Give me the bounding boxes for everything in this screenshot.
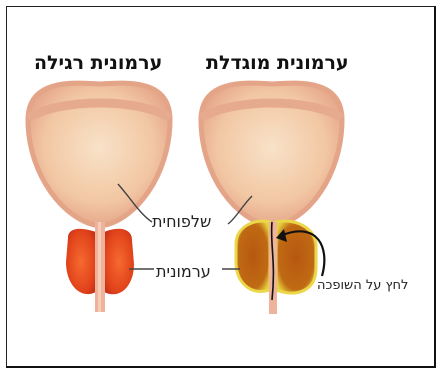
- enlarged-prostate-title: ערמונית מוגדלת: [206, 52, 349, 74]
- bladder-label: שלפוחית: [152, 212, 211, 231]
- enlarged-bladder: [201, 83, 342, 226]
- enlarged-urethra: [269, 222, 277, 314]
- prostate-label: ערמונית: [156, 262, 211, 281]
- urethra-pressure-label: לחץ על השופכה: [317, 278, 408, 293]
- normal-prostate-title: ערמונית רגילה: [34, 52, 162, 74]
- normal-bladder: [28, 83, 170, 226]
- normal-urethra: [95, 222, 105, 312]
